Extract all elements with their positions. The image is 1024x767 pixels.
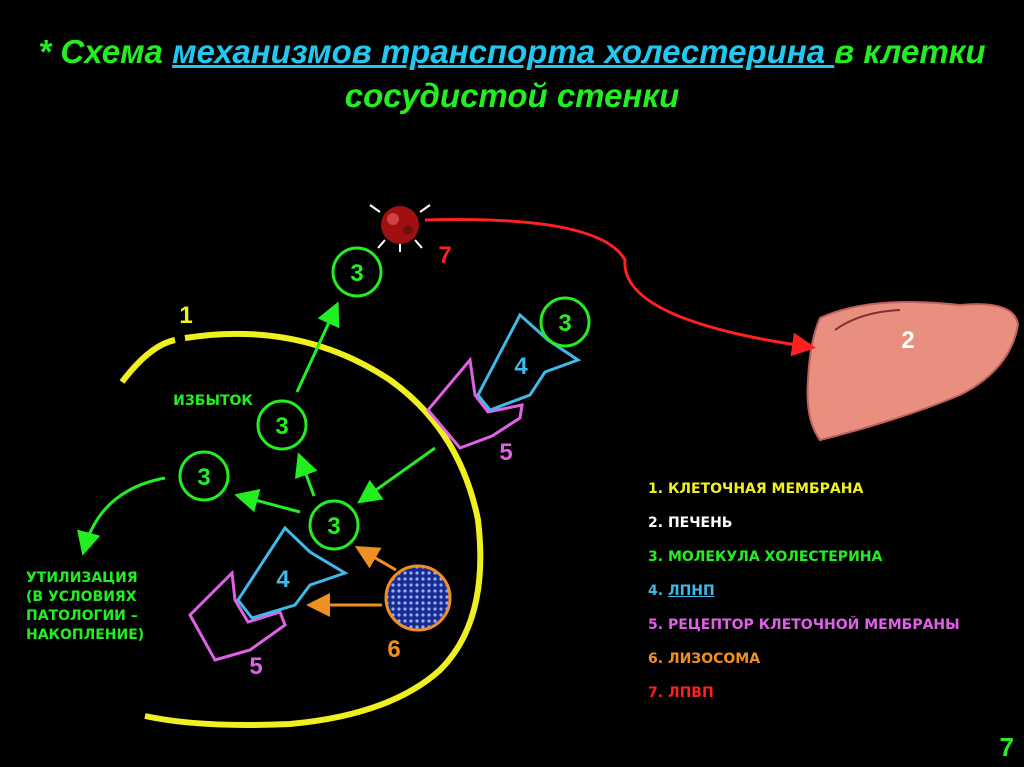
legend-item: 1. КЛЕТОЧНАЯ МЕМБРАНА: [648, 481, 864, 497]
liver-label: 2: [901, 327, 914, 354]
legend-item: 2. ПЕЧЕНЬ: [648, 515, 733, 531]
ldl-label: 4: [276, 566, 290, 593]
cholesterol-label: 3: [558, 310, 571, 337]
cholesterol-label: 3: [197, 464, 210, 491]
note-line: УТИЛИЗАЦИЯ: [26, 570, 138, 586]
note-line: ПАТОЛОГИИ –: [26, 608, 138, 624]
legend-item: 7. ЛПВП: [648, 685, 714, 701]
title-suffix: в клетки: [834, 33, 986, 70]
receptor-ldl-lower: [188, 525, 349, 662]
utilization-note: УТИЛИЗАЦИЯ (В УСЛОВИЯХ ПАТОЛОГИИ – НАКОП…: [26, 569, 144, 645]
title-link[interactable]: механизмов транспорта холестерина: [172, 33, 835, 70]
ldl-label: 4: [514, 353, 528, 380]
legend-item: 5. РЕЦЕПТОР КЛЕТОЧНОЙ МЕМБРАНЫ: [648, 617, 960, 633]
slide-title: * Схема механизмов транспорта холестерин…: [0, 30, 1024, 118]
cholesterol-molecule: [308, 499, 360, 551]
legend-item: 3. МОЛЕКУЛА ХОЛЕСТЕРИНА: [648, 549, 883, 565]
cell-membrane: [119, 330, 484, 728]
excess-label: ИЗБЫТОК: [173, 393, 253, 409]
cholesterol-label: 3: [327, 513, 340, 540]
receptor-ldl-upper: [426, 312, 582, 450]
cholesterol-molecule: [256, 399, 308, 451]
receptor-label: 5: [249, 653, 262, 680]
title-prefix: * Схема: [38, 33, 173, 70]
liver-shape: [806, 301, 1020, 442]
receptor-label: 5: [499, 439, 512, 466]
arrows: [77, 301, 436, 617]
ldl-link[interactable]: ЛПНП: [667, 583, 715, 599]
cholesterol-molecule: [539, 296, 591, 348]
title-line2: сосудистой стенки: [344, 77, 680, 114]
hdl-particle: [369, 204, 431, 252]
legend-item: 4. ЛПНП: [648, 583, 715, 599]
lysosome-label: 6: [387, 636, 400, 663]
cholesterol-label: 3: [350, 260, 363, 287]
hdl-label: 7: [438, 242, 451, 269]
note-line: (В УСЛОВИЯХ: [26, 589, 137, 605]
cholesterol-molecule: [331, 246, 383, 298]
cholesterol-label: 3: [275, 413, 288, 440]
hdl-path-arrow: [424, 218, 816, 357]
lysosome: [384, 564, 452, 632]
legend-item: 6. ЛИЗОСОМА: [648, 651, 761, 667]
note-line: НАКОПЛЕНИЕ): [26, 627, 145, 643]
legend: 1. КЛЕТОЧНАЯ МЕМБРАНА 2. ПЕЧЕНЬ 3. МОЛЕК…: [648, 478, 960, 716]
membrane-label: 1: [179, 302, 192, 329]
cholesterol-molecule: [178, 450, 230, 502]
page-number: 7: [999, 732, 1014, 762]
